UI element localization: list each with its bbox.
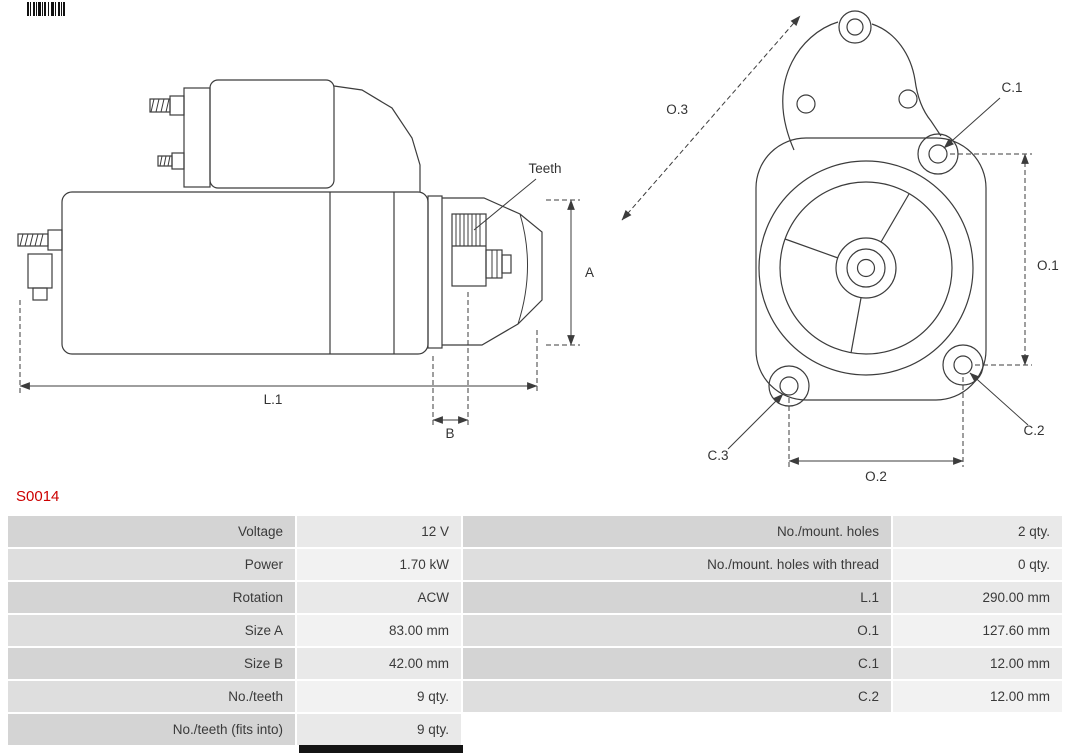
spec-value: 1.70 kW (297, 549, 461, 580)
spec-label: No./mount. holes (463, 516, 891, 547)
solenoid-body (209, 79, 335, 189)
spec-label: Voltage (8, 516, 295, 547)
dim-o1-label: O.1 (1037, 258, 1059, 273)
teeth-label: Teeth (528, 161, 561, 176)
spec-table: Voltage 12 V No./mount. holes 2 qty. Pow… (8, 516, 1062, 745)
spec-label: C.2 (463, 681, 891, 712)
part-number: S0014 (16, 488, 60, 505)
mount-flange (755, 137, 987, 401)
spec-value (893, 714, 1062, 745)
spec-label: Size A (8, 615, 295, 646)
spec-value: 127.60 mm (893, 615, 1062, 646)
dim-l1-label: L.1 (264, 392, 283, 407)
side-view-drawing: Teeth A L.1 B (17, 79, 594, 441)
spec-label: O.1 (463, 615, 891, 646)
bottom-strip (299, 745, 463, 753)
spec-value: 83.00 mm (297, 615, 461, 646)
spec-label: No./teeth (fits into) (8, 714, 295, 745)
spec-value: 12 V (297, 516, 461, 547)
spec-label (463, 714, 891, 745)
spec-label: No./teeth (8, 681, 295, 712)
dim-o2-label: O.2 (865, 469, 887, 484)
spec-value: ACW (297, 582, 461, 613)
hole-c1-label: C.1 (1001, 80, 1022, 95)
spec-value: 9 qty. (297, 714, 461, 745)
dim-a-label: A (585, 265, 594, 280)
top-hole (846, 18, 864, 36)
shaft-center (856, 258, 876, 278)
spec-label: Size B (8, 648, 295, 679)
hole-c3-label: C.3 (707, 448, 728, 463)
spec-label: L.1 (463, 582, 891, 613)
dim-o3-label: O.3 (666, 102, 688, 117)
spec-value: 290.00 mm (893, 582, 1062, 613)
spec-label: Rotation (8, 582, 295, 613)
mount-hole-c1 (928, 144, 948, 164)
front-view-drawing: O.3 C.1 O.1 O.2 C.3 C.2 (621, 10, 1059, 484)
hole-c2-label: C.2 (1023, 423, 1044, 438)
spec-value: 0 qty. (893, 549, 1062, 580)
spec-value: 12.00 mm (893, 681, 1062, 712)
solenoid-cap (183, 87, 211, 188)
spec-label: Power (8, 549, 295, 580)
dim-b-label: B (445, 426, 454, 441)
technical-drawing: Teeth A L.1 B (17, 10, 1059, 484)
spec-label: No./mount. holes with thread (463, 549, 891, 580)
spec-value: 12.00 mm (893, 648, 1062, 679)
mount-hole-c3 (779, 376, 799, 396)
spec-value: 42.00 mm (297, 648, 461, 679)
spec-value: 2 qty. (893, 516, 1062, 547)
barcode-icon (27, 2, 65, 16)
mount-hole-c2 (953, 355, 973, 375)
motor-body (61, 191, 429, 355)
spec-label: C.1 (463, 648, 891, 679)
spec-value: 9 qty. (297, 681, 461, 712)
